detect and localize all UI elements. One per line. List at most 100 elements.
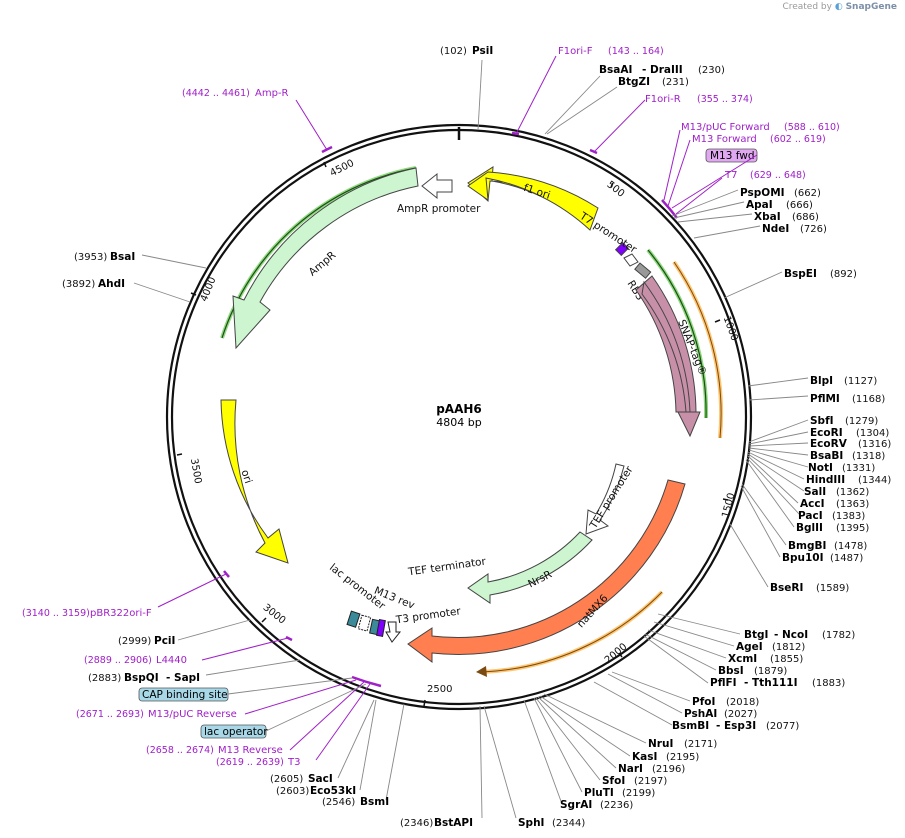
- enzyme-pos-sphi: (2344): [552, 818, 585, 829]
- enzyme-pcii: PciI: [154, 635, 175, 647]
- primer-pos-f1ori-r: (355 .. 374): [697, 94, 753, 105]
- enzyme-pflfi: PflFI: [710, 677, 737, 689]
- feature-lac-promoter-box: [357, 614, 372, 632]
- enzyme-labels: (102) PsiI BsaAI - DraIII (230) BtgZI (2…: [62, 45, 891, 829]
- tick-label-3500: 3500: [188, 458, 203, 485]
- enzyme-pos-ahdi: (3892): [62, 279, 95, 290]
- enzyme-pos-nrui: (2171): [684, 739, 717, 750]
- leader-cap: [227, 677, 353, 695]
- feature-ori-arrow: [220, 399, 289, 564]
- enzyme-pos-sbfi: (1279): [845, 416, 878, 427]
- feature-t7-promoter-arrow: [623, 253, 639, 267]
- enzyme-pos-pfoi: (2018): [726, 697, 759, 708]
- enzyme-pos-acci: (1363): [836, 499, 869, 510]
- enzyme-draiii: - DraIII: [642, 64, 683, 76]
- enzyme-pos-paci: (1383): [832, 511, 865, 522]
- feature-t3-promoter-arrow: [385, 621, 402, 643]
- enzyme-pflmi: PflMI: [810, 393, 840, 405]
- primer-pos-m13-puc-reverse: (2671 .. 2693): [76, 709, 144, 720]
- primer-m13-puc-forward: M13/pUC Forward: [681, 122, 770, 133]
- enzyme-blpi: BlpI: [810, 375, 833, 387]
- enzyme-bspei: BspEI: [784, 268, 817, 280]
- enzyme-sphi: SphI: [518, 817, 544, 829]
- enzyme-btgzi: BtgZI: [618, 76, 650, 88]
- primer-t3: T3: [287, 757, 300, 768]
- enzyme-tth111i: - Tth111I: [744, 677, 798, 689]
- enzyme-nrui: NruI: [648, 738, 673, 750]
- enzyme-pos-bseri: (1589): [816, 583, 849, 594]
- feature-ampr-promoter-arrow: [421, 172, 453, 200]
- enzyme-agei: AgeI: [736, 641, 763, 653]
- enzyme-pos-xbai: (686): [792, 212, 819, 223]
- enzyme-pos-kasi: (2195): [666, 752, 699, 763]
- enzyme-pos-sfoi: (2197): [634, 776, 667, 787]
- enzyme-saci: SacI: [308, 773, 333, 785]
- plasmid-length: 4804 bp: [436, 416, 481, 429]
- enzyme-pos-bpu10i: (1487): [830, 553, 863, 564]
- leader-lac-operator: [265, 683, 367, 732]
- backbone-outer: [165, 123, 753, 711]
- credit-line: Created by ◐ SnapGene: [782, 2, 897, 12]
- primer-m13-reverse: M13 Reverse: [218, 745, 283, 756]
- primer-pos-m13-puc-forward: (588 .. 610): [784, 122, 840, 133]
- enzyme-ecorv: EcoRV: [810, 438, 848, 450]
- enzyme-pos-btgzi: (231): [662, 77, 689, 88]
- enzyme-bspqi: BspQI: [124, 672, 159, 684]
- primer-f1ori-f: F1ori-F: [558, 46, 593, 57]
- primer-pos-amp-r: (4442 .. 4461): [182, 88, 250, 99]
- enzyme-pfoi: PfoI: [692, 696, 715, 708]
- enzyme-nari: NarI: [618, 763, 643, 775]
- enzyme-pos-agei: (1812): [772, 642, 805, 653]
- enzyme-sbfi: SbfI: [810, 415, 834, 427]
- enzyme-bsmbi: BsmBI: [672, 720, 709, 732]
- primer-leaders: [157, 55, 723, 761]
- box-label-cap-binding-site: CAP binding site: [142, 689, 228, 701]
- enzyme-pos-noti: (1331): [842, 463, 875, 474]
- enzyme-pos-bsmi: (2546): [322, 797, 355, 808]
- primer-l4440: L4440: [156, 655, 187, 666]
- feature-label-tef-terminator: TEF terminator: [406, 556, 487, 579]
- enzyme-pos-pflmi: (1168): [852, 394, 885, 405]
- enzyme-ncoi: - NcoI: [774, 629, 808, 641]
- feature-ampr-arrow: [232, 167, 419, 350]
- enzyme-bsmi: BsmI: [360, 796, 389, 808]
- enzyme-pos-psii: (102): [440, 46, 467, 57]
- primer-m13-forward: M13 Forward: [692, 134, 757, 145]
- feature-orange-outline-2-arrowhead: [476, 666, 487, 677]
- enzyme-bsaai: BsaAI: [599, 64, 632, 76]
- enzyme-pos-bmgbi: (1478): [834, 541, 867, 552]
- enzyme-sapi: - SapI: [166, 672, 200, 684]
- enzyme-pos-pflfi: (1883): [812, 678, 845, 689]
- enzyme-hindiii: HindIII: [806, 474, 845, 486]
- box-label-m13-fwd: M13 fwd: [710, 150, 755, 162]
- enzyme-pos-bspei: (892): [830, 269, 857, 280]
- tick-label-2500: 2500: [427, 684, 452, 695]
- enzyme-bseri: BseRI: [770, 582, 803, 594]
- feature-snap-tag-arrow: [635, 275, 701, 438]
- feature-f1-ori-body: [467, 171, 599, 231]
- feature-label-t7-promoter: T7 promoter: [577, 210, 640, 256]
- enzyme-pos-nari: (2196): [652, 764, 685, 775]
- enzyme-pos-btgi: (1782): [822, 630, 855, 641]
- enzyme-pos-blpi: (1127): [844, 376, 877, 387]
- enzyme-esp3i: - Esp3I: [716, 720, 756, 732]
- primer-amp-r: Amp-R: [255, 88, 289, 99]
- enzyme-pshai: PshAI: [684, 708, 717, 720]
- enzyme-pluti: PluTI: [584, 787, 614, 799]
- credit-prefix: Created by: [782, 2, 832, 12]
- enzyme-pos-bsaai: (230): [698, 65, 725, 76]
- enzyme-sgrai: SgrAI: [560, 799, 592, 811]
- enzyme-pos-hindiii: (1344): [858, 475, 891, 486]
- enzyme-xbai: XbaI: [754, 211, 781, 223]
- feature-orange-outline-2-dark: [481, 591, 663, 673]
- enzyme-sali: SalI: [804, 486, 826, 498]
- enzyme-sfoi: SfoI: [602, 775, 625, 787]
- primer-arc-pbr322: [223, 570, 230, 578]
- feature-label-ampr: AmpR: [307, 249, 339, 278]
- feature-snap-green-outline-dark: [647, 249, 707, 419]
- enzyme-pos-bglii: (1395): [836, 523, 869, 534]
- enzyme-pos-bspqi: (2883): [88, 673, 121, 684]
- enzyme-acci: AccI: [800, 498, 824, 510]
- enzyme-pos-ecorv: (1316): [858, 439, 891, 450]
